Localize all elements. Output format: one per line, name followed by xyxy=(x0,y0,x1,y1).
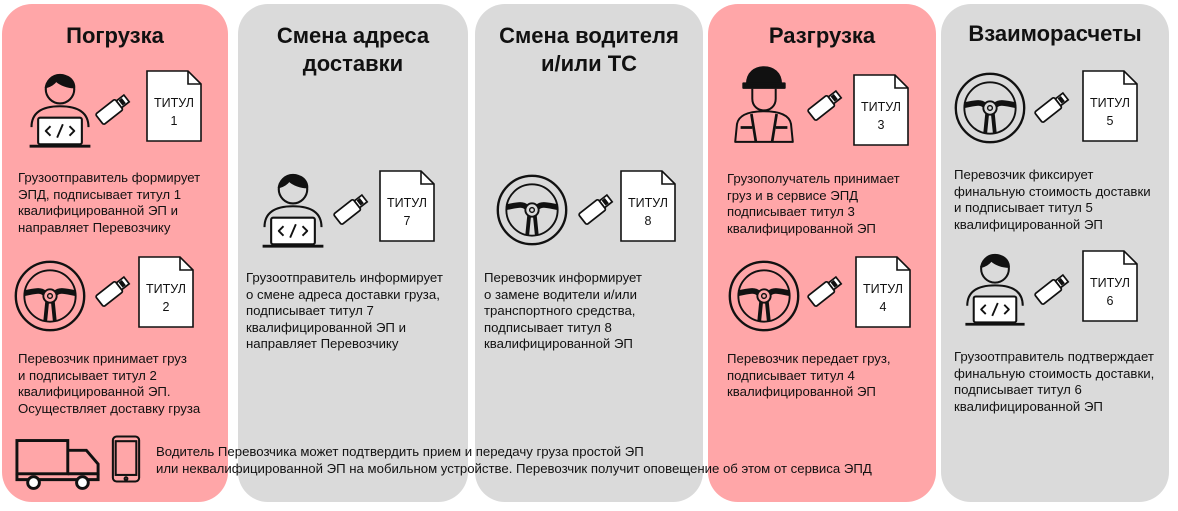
document-label: ТИТУЛ xyxy=(146,282,186,296)
document-label: ТИТУЛ xyxy=(628,196,668,210)
usb-flash-drive-icon xyxy=(92,270,134,312)
document-label: ТИТУЛ xyxy=(863,282,903,296)
stage-title: Разгрузка xyxy=(768,23,876,48)
user-laptop-icon xyxy=(22,68,98,154)
document-number: 2 xyxy=(162,300,170,314)
document-icon: ТИТУЛ 1 xyxy=(146,70,202,142)
smartphone-icon xyxy=(111,434,141,484)
steering-wheel-icon xyxy=(726,258,802,334)
document-label: ТИТУЛ xyxy=(154,96,194,110)
document-number: 5 xyxy=(1106,114,1114,128)
document-number: 7 xyxy=(403,214,411,228)
document-number: 8 xyxy=(644,214,652,228)
document-label: ТИТУЛ xyxy=(387,196,427,210)
document-icon: ТИТУЛ 4 xyxy=(855,256,911,328)
usb-flash-drive-icon xyxy=(575,188,617,230)
document-icon: ТИТУЛ 5 xyxy=(1082,70,1138,142)
document-label: ТИТУЛ xyxy=(1090,96,1130,110)
document-icon: ТИТУЛ 6 xyxy=(1082,250,1138,322)
usb-flash-drive-icon xyxy=(804,84,846,126)
worker-helmet-icon xyxy=(728,64,800,146)
document-label: ТИТУЛ xyxy=(861,100,901,114)
footer-note: Водитель Перевозчика может подтвердить п… xyxy=(156,444,872,476)
document-label: ТИТУЛ xyxy=(1090,276,1130,290)
document-icon: ТИТУЛ 3 xyxy=(853,74,909,146)
step-description: Перевозчик передает груз,подписывает тит… xyxy=(727,351,891,399)
document-number: 4 xyxy=(879,300,887,314)
user-laptop-icon xyxy=(958,248,1032,332)
usb-flash-drive-icon xyxy=(1031,86,1073,128)
truck-icon xyxy=(14,436,102,492)
document-icon: ТИТУЛ 8 xyxy=(620,170,676,242)
document-number: 1 xyxy=(170,114,178,128)
document-number: 3 xyxy=(877,118,885,132)
steering-wheel-icon xyxy=(494,172,570,248)
usb-flash-drive-icon xyxy=(804,270,846,312)
user-laptop-icon xyxy=(255,168,331,254)
steering-wheel-icon xyxy=(12,258,88,334)
document-icon: ТИТУЛ 2 xyxy=(138,256,194,328)
usb-flash-drive-icon xyxy=(330,188,372,230)
steering-wheel-icon xyxy=(952,70,1028,146)
document-icon: ТИТУЛ 7 xyxy=(379,170,435,242)
usb-flash-drive-icon xyxy=(92,88,134,130)
stage-title: Взаиморасчеты xyxy=(968,21,1142,46)
document-number: 6 xyxy=(1106,294,1114,308)
stage-title: Погрузка xyxy=(66,23,164,48)
usb-flash-drive-icon xyxy=(1031,268,1073,310)
